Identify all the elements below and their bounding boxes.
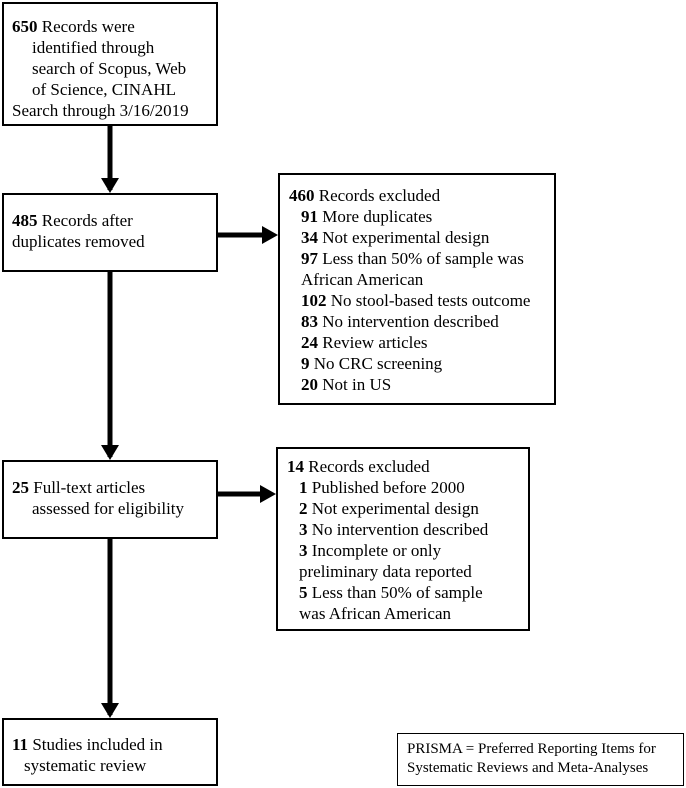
arrow-head-down-2 [101, 445, 119, 460]
exclusion-item: 24 Review articles [301, 333, 428, 352]
full-text-count: 25 [12, 478, 29, 497]
exclusion-item: 3 No intervention described [299, 520, 489, 539]
studies-included-text: 11 Studies included in systematic review [12, 734, 163, 776]
legend-line: Systematic Reviews and Meta-Analyses [407, 760, 649, 776]
identified-line: Search through 3/16/2019 [12, 101, 189, 120]
exclusion-item: 9 No CRC screening [301, 354, 443, 373]
identified-line: search of Scopus, Web [32, 59, 187, 78]
exclusion-item: 102 No stool-based tests outcome [301, 291, 531, 310]
exclusion-item: 1 Published before 2000 [299, 478, 465, 497]
identified-line: Records were [41, 17, 135, 36]
identified-text: 650 Records were identified through sear… [12, 16, 189, 121]
records-excluded-text-1: 460 Records excluded 91 More duplicates … [289, 185, 530, 395]
full-text-line: Full-text articles [33, 478, 146, 497]
exclusion-item: 97 Less than 50% of sample was [301, 249, 524, 268]
identified-line: of Science, CINAHL [32, 80, 176, 99]
exclusion-item: 34 Not experimental design [301, 228, 490, 247]
records-excluded-box-1 [278, 173, 556, 405]
full-text-box [2, 460, 218, 539]
full-text-text: 25 Full-text articles assessed for eligi… [12, 477, 184, 519]
exclusion-item: 2 Not experimental design [299, 499, 479, 518]
studies-included-box [2, 718, 218, 786]
identified-count: 650 [12, 17, 38, 36]
exclusion-item-continued: was African American [299, 604, 451, 623]
identified-line: identified through [32, 38, 155, 57]
after-duplicates-box [2, 193, 218, 272]
exclusion-item: 83 No intervention described [301, 312, 499, 331]
legend-box [397, 733, 684, 786]
records-excluded-box-2 [276, 447, 530, 631]
records-excluded-text-2: 14 Records excluded 1 Published before 2… [287, 456, 488, 624]
arrow-head-down-3 [101, 703, 119, 718]
studies-included-count: 11 [12, 735, 29, 754]
exclusion-item: 5 Less than 50% of sample [299, 583, 483, 602]
arrow-head-right-2 [260, 485, 276, 503]
excluded-title: Records excluded [318, 186, 441, 205]
arrow-head-right-1 [262, 226, 278, 244]
excluded-count: 14 [287, 457, 304, 476]
studies-included-line: systematic review [24, 756, 147, 775]
excluded-count: 460 [289, 186, 315, 205]
exclusion-item-continued: African American [301, 270, 424, 289]
legend-text: PRISMA = Preferred Reporting Items for S… [407, 740, 656, 778]
studies-included-line: Studies included in [32, 735, 163, 754]
excluded-title: Records excluded [308, 457, 430, 476]
exclusion-item-continued: preliminary data reported [299, 562, 472, 581]
legend-line: PRISMA = Preferred Reporting Items for [407, 741, 656, 757]
after-duplicates-line: duplicates removed [12, 232, 145, 251]
arrow-head-down-1 [101, 178, 119, 193]
after-duplicates-line: Records after [41, 211, 133, 230]
after-duplicates-text: 485 Records after duplicates removed [12, 210, 145, 252]
after-duplicates-count: 485 [12, 211, 38, 230]
full-text-line: assessed for eligibility [32, 499, 185, 518]
exclusion-item: 91 More duplicates [301, 207, 433, 226]
exclusion-item: 20 Not in US [301, 375, 392, 394]
exclusion-item: 3 Incomplete or only [299, 541, 442, 560]
identified-box [2, 2, 218, 126]
